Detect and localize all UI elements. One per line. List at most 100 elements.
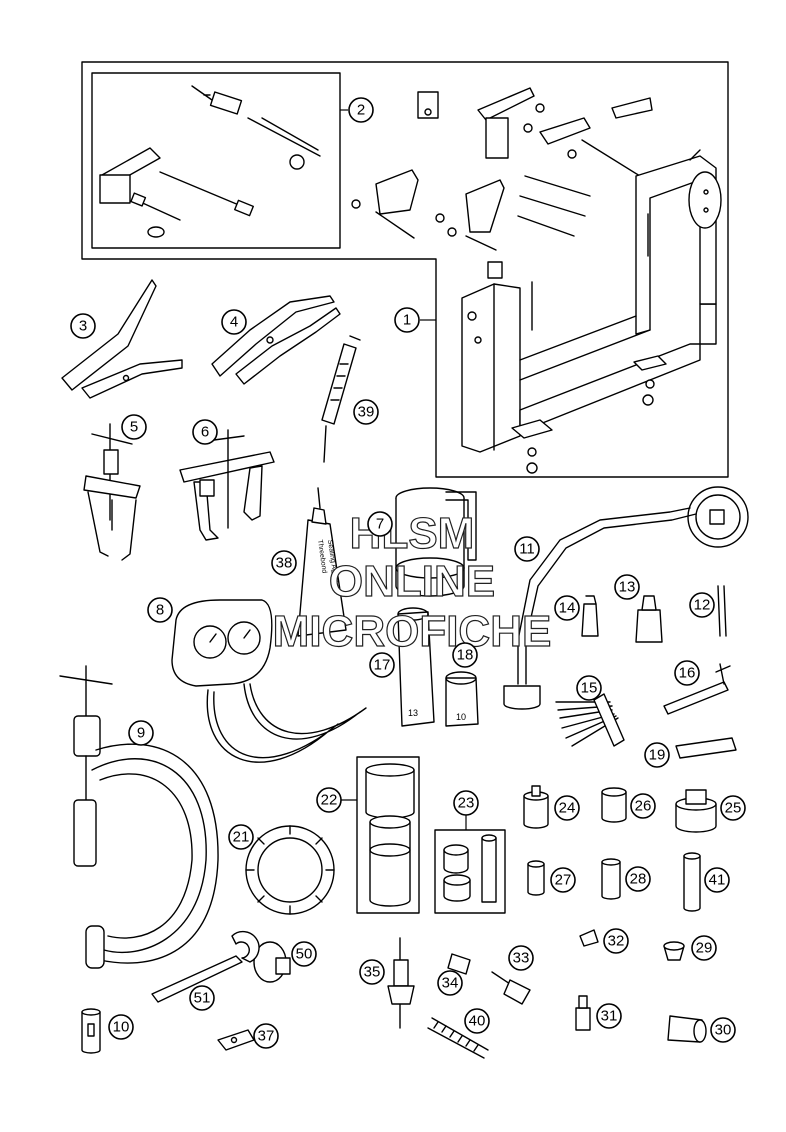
wrench-16: [663, 663, 731, 715]
callout-27: 27: [550, 867, 576, 893]
watermark-line1: HLSM: [350, 509, 475, 558]
callout-8: 8: [147, 597, 173, 623]
svg-text:9: 9: [137, 725, 145, 742]
svg-text:17: 17: [374, 657, 391, 674]
svg-text:26: 26: [635, 798, 652, 815]
svg-text:3: 3: [79, 318, 87, 335]
watermark: HLSM ONLINE MICROFICHE: [272, 508, 552, 656]
pliers-4: [211, 295, 341, 385]
callout-17: 17: [369, 652, 395, 678]
callout-22: 22: [316, 787, 342, 813]
pin-32: [579, 929, 599, 947]
engine-stand-group-outline: [81, 61, 729, 478]
callout-41: 41: [704, 867, 730, 893]
callout-51: 51: [189, 985, 215, 1011]
bolt-33: [491, 971, 531, 1005]
callout-2: 2: [348, 97, 374, 123]
svg-text:14: 14: [559, 600, 576, 617]
watermark-line3: MICROFICHE: [273, 607, 552, 656]
svg-text:32: 32: [608, 933, 625, 950]
seal-driver-group-outline: [434, 829, 506, 914]
svg-text:4: 4: [230, 314, 238, 331]
svg-text:7: 7: [376, 516, 384, 533]
bolt-kit-group-outline: [91, 72, 341, 249]
puller-6: [179, 429, 275, 541]
callout-9: 9: [128, 720, 154, 746]
feeler-gauge-15: [555, 693, 625, 747]
callout-18: 18: [452, 642, 478, 668]
callout-26: 26: [630, 793, 656, 819]
callout-1: 1: [394, 307, 420, 333]
slide-hammer-35: [387, 937, 415, 1029]
svg-text:38: 38: [276, 555, 293, 572]
drift-25: [675, 789, 717, 833]
svg-text:10: 10: [113, 1019, 130, 1036]
callout-13: 13: [614, 574, 640, 600]
screw-34: [447, 953, 471, 975]
bolt-kit: [99, 85, 321, 238]
callout-50: 50: [291, 941, 317, 967]
engine-stand: [351, 87, 722, 474]
svg-text:5: 5: [130, 419, 138, 436]
svg-text:25: 25: [725, 800, 742, 817]
svg-text:50: 50: [296, 946, 313, 963]
callout-29: 29: [691, 935, 717, 961]
drift-27: [527, 860, 545, 896]
clutch-holder-21: [245, 825, 335, 915]
callout-31: 31: [596, 1003, 622, 1029]
callout-25: 25: [720, 795, 746, 821]
callout-12: 12: [689, 592, 715, 618]
loctite-bottle-13: [635, 595, 663, 643]
svg-text:13: 13: [619, 579, 636, 596]
drift-26: [601, 787, 627, 823]
drift-24: [523, 785, 549, 829]
svg-text:33: 33: [513, 950, 530, 967]
svg-text:1: 1: [403, 312, 411, 329]
svg-text:11: 11: [519, 541, 535, 558]
socket-18: 10: [445, 671, 479, 727]
pressure-gauge-8: [171, 599, 367, 763]
socket-17-size: 13: [408, 708, 418, 718]
callout-15: 15: [576, 675, 602, 701]
tab-37: [217, 1029, 255, 1051]
plug-29: [663, 941, 685, 961]
svg-text:29: 29: [696, 940, 713, 957]
puller-9: [59, 665, 219, 969]
svg-text:12: 12: [694, 597, 711, 614]
svg-text:28: 28: [630, 871, 647, 888]
svg-text:37: 37: [258, 1028, 275, 1045]
svg-text:16: 16: [679, 665, 696, 682]
svg-text:6: 6: [201, 424, 209, 441]
callout-5: 5: [121, 414, 147, 440]
sleeve-30: [667, 1015, 707, 1043]
svg-text:8: 8: [156, 602, 164, 619]
svg-text:39: 39: [358, 404, 375, 421]
svg-text:22: 22: [321, 792, 338, 809]
small-vial-14: [581, 595, 599, 637]
callout-10: 10: [108, 1014, 134, 1040]
svg-text:24: 24: [559, 800, 576, 817]
callout-38: 38: [271, 550, 297, 576]
callout-3: 3: [70, 313, 96, 339]
puller-5: [83, 423, 141, 561]
watermark-line2: ONLINE: [329, 557, 495, 606]
spanner-51: [151, 930, 260, 1003]
callout-32: 32: [603, 928, 629, 954]
plug-50: [253, 941, 291, 983]
callout-40: 40: [464, 1008, 490, 1034]
svg-text:2: 2: [357, 102, 365, 119]
adapter-31: [575, 995, 591, 1031]
svg-text:23: 23: [458, 795, 475, 812]
svg-text:35: 35: [364, 964, 381, 981]
bearing-puller-22: [365, 763, 415, 907]
dial-gauge-11: [503, 486, 749, 710]
svg-text:51: 51: [194, 990, 211, 1007]
socket-18-size: 10: [456, 712, 466, 722]
callout-33: 33: [508, 945, 534, 971]
svg-text:27: 27: [555, 872, 572, 889]
svg-text:15: 15: [581, 680, 598, 697]
pin-12: [717, 585, 727, 637]
svg-text:30: 30: [715, 1022, 732, 1039]
callout-16: 16: [674, 660, 700, 686]
svg-text:34: 34: [442, 975, 459, 992]
